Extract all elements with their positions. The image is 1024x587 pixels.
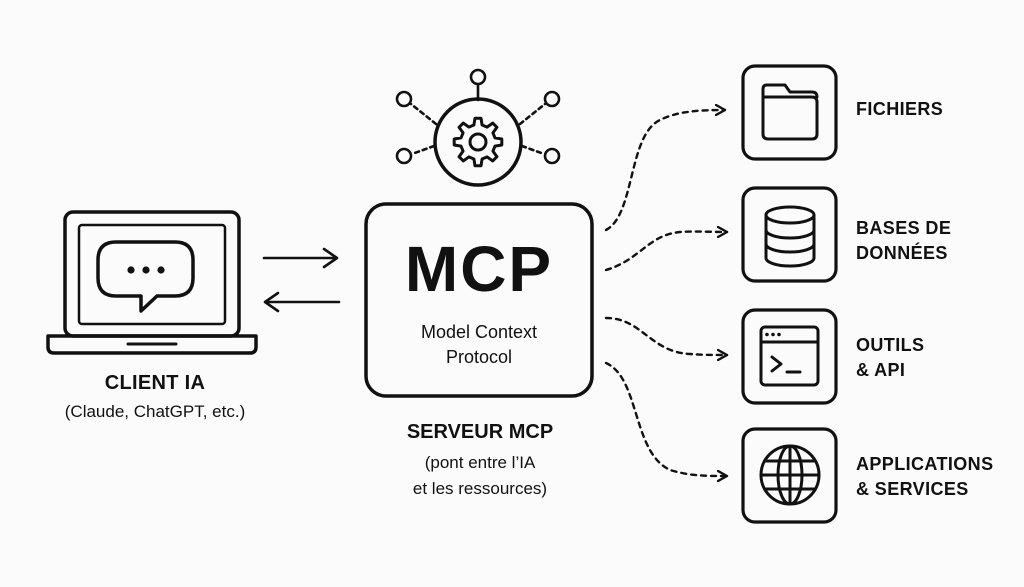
resource-label-files: FICHIERS	[856, 99, 944, 119]
terminal-dots	[765, 332, 781, 337]
mcp-title: MCP	[404, 233, 554, 305]
connector-databases	[604, 232, 729, 272]
resource-label-applications-line2: & SERVICES	[856, 479, 969, 499]
terminal-icon	[759, 325, 820, 387]
folder-icon	[761, 83, 819, 141]
arrow-left-icon	[263, 291, 341, 313]
client-title: CLIENT IA	[104, 372, 206, 394]
network-hub-icon	[395, 68, 561, 187]
resource-box-tools	[741, 308, 838, 405]
connector-files	[604, 110, 727, 232]
resource-label-tools-line1: OUTILS	[856, 335, 925, 355]
resource-label-applications-line1: APPLICATIONS	[856, 454, 994, 474]
laptop-icon	[46, 210, 258, 355]
server-title: SERVEUR MCP	[406, 421, 554, 443]
bidirectional-arrows	[262, 247, 341, 313]
connector-tools	[604, 316, 729, 355]
globe-icon	[759, 444, 821, 506]
mcp-box	[364, 202, 594, 398]
resource-box-databases	[741, 186, 838, 283]
resource-box-files	[741, 64, 838, 161]
resource-box-applications	[741, 427, 838, 524]
resource-label-databases-line1: BASES DE	[856, 218, 952, 238]
arrow-right-icon	[262, 247, 339, 269]
gear-icon	[452, 116, 504, 168]
server-subtitle-line1: (pont entre l’IA	[424, 453, 536, 472]
chat-bubble-icon	[96, 240, 195, 313]
server-subtitle-line2: et les ressources)	[412, 479, 548, 498]
resource-label-databases-line2: DONNÉES	[856, 243, 948, 263]
resource-label-tools-line2: & API	[856, 360, 906, 380]
mcp-subtitle-line2: Protocol	[445, 347, 513, 367]
client-subtitle: (Claude, ChatGPT, etc.)	[64, 402, 246, 421]
mcp-subtitle-line1: Model Context	[420, 322, 538, 342]
database-icon	[764, 205, 816, 268]
connector-applications	[604, 361, 729, 476]
